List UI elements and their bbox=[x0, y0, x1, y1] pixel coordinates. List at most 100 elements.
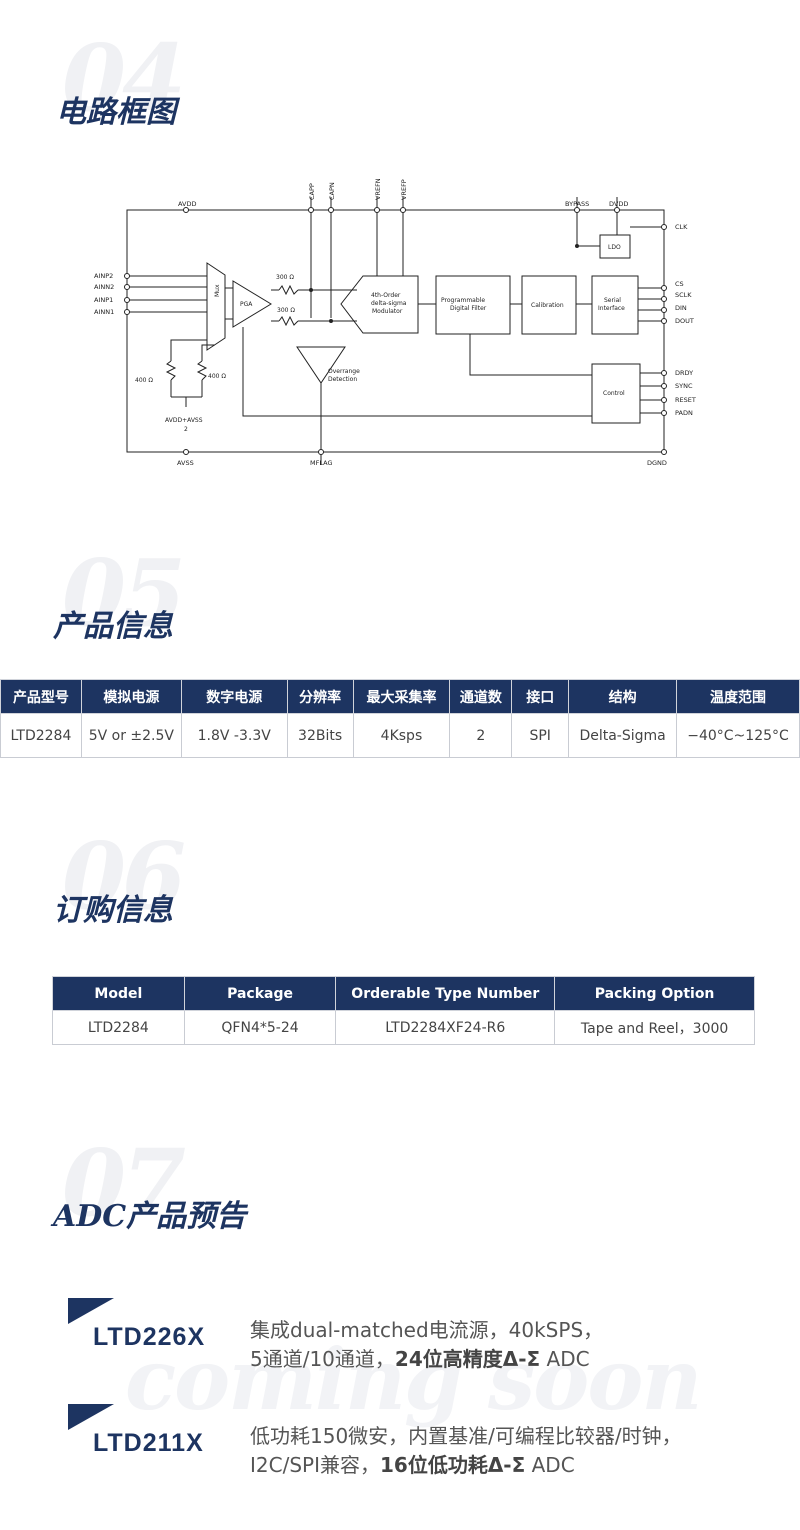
block-label: Mux bbox=[214, 284, 221, 297]
pin-label: MFLAG bbox=[310, 459, 333, 467]
section-number: 06 bbox=[62, 822, 186, 930]
block-label: Calibration bbox=[531, 302, 564, 309]
description-line: I2C/SPI兼容，16位低功耗Δ-Σ ADC bbox=[250, 1451, 682, 1480]
ordering-info-table: Model Package Orderable Type Number Pack… bbox=[52, 976, 755, 1045]
table-header: 数字电源 bbox=[180, 679, 288, 714]
pin-label: AINP2 bbox=[94, 272, 113, 280]
block-label: Modulator bbox=[372, 308, 403, 315]
table-row: LTD2284 QFN4*5-24 LTD2284XF24-R6 Tape an… bbox=[52, 1010, 755, 1045]
description-text: 5通道/10通道， bbox=[250, 1347, 395, 1371]
preview-model: LTD211X bbox=[93, 1429, 204, 1457]
table-cell: LTD2284XF24-R6 bbox=[335, 1010, 556, 1045]
table-header: Model bbox=[52, 976, 185, 1011]
block-label: Overrange bbox=[328, 368, 360, 375]
table-header: Packing Option bbox=[554, 976, 755, 1011]
resistor-label: 300 Ω bbox=[277, 307, 295, 314]
pin-label: DVDD bbox=[609, 200, 628, 208]
preview-item: LTD226X 集成dual-matched电流源，40kSPS， 5通道/10… bbox=[68, 1298, 768, 1378]
table-cell: Tape and Reel，3000 bbox=[554, 1010, 755, 1045]
block-label: Detection bbox=[328, 376, 357, 383]
preview-description: 低功耗150微安，内置基准/可编程比较器/时钟， I2C/SPI兼容，16位低功… bbox=[250, 1422, 682, 1480]
table-cell: −40°C~125°C bbox=[676, 713, 800, 758]
table-cell: Delta-Sigma bbox=[568, 713, 678, 758]
pin-label: RESET bbox=[675, 396, 696, 404]
bias-label: AVDD+AVSS bbox=[165, 417, 203, 424]
description-highlight: 16位低功耗Δ-Σ bbox=[379, 1453, 526, 1477]
table-header-row: Model Package Orderable Type Number Pack… bbox=[52, 976, 755, 1011]
preview-model: LTD226X bbox=[93, 1323, 206, 1351]
section-number: 04 bbox=[62, 24, 186, 132]
table-header: 温度范围 bbox=[676, 679, 800, 714]
product-info-section: 05 产品信息 bbox=[0, 520, 800, 780]
table-row: LTD2284 5V or ±2.5V 1.8V -3.3V 32Bits 4K… bbox=[0, 713, 800, 758]
section-title: ADC产品预告 bbox=[53, 1199, 247, 1234]
pin-label: CS bbox=[675, 280, 684, 288]
pin-label: CAPN bbox=[328, 182, 336, 200]
pin-label: VREFP bbox=[400, 179, 408, 200]
table-header: Package bbox=[183, 976, 337, 1011]
description-line: 集成dual-matched电流源，40kSPS， bbox=[250, 1318, 604, 1342]
description-line: 低功耗150微安，内置基准/可编程比较器/时钟， bbox=[250, 1424, 682, 1448]
section-title: 产品信息 bbox=[53, 609, 173, 644]
bias-label: 2 bbox=[184, 426, 188, 433]
flag-icon bbox=[68, 1298, 114, 1324]
table-cell: 2 bbox=[449, 713, 513, 758]
table-cell: 5V or ±2.5V bbox=[80, 713, 182, 758]
table-cell: LTD2284 bbox=[52, 1010, 185, 1045]
pin-label: AINP1 bbox=[94, 296, 113, 304]
pin-label: CLK bbox=[675, 223, 688, 231]
pin-label: AVSS bbox=[177, 459, 194, 467]
pin-label: SCLK bbox=[675, 291, 692, 299]
block-label: Serial bbox=[604, 297, 621, 304]
preview-description: 集成dual-matched电流源，40kSPS， 5通道/10通道，24位高精… bbox=[250, 1316, 603, 1374]
table-header: Orderable Type Number bbox=[335, 976, 556, 1011]
pin-label: DGND bbox=[647, 459, 667, 467]
description-highlight: 24位高精度Δ-Σ bbox=[394, 1347, 541, 1371]
circuit-block-diagram: AVDD CAPP CAPN VREFN VREFP BYPASS DVDD A… bbox=[94, 178, 696, 467]
block-label: Digital Filter bbox=[450, 305, 487, 312]
resistor-label: 300 Ω bbox=[276, 274, 294, 281]
block-label: Control bbox=[603, 390, 625, 397]
pin-label: CAPP bbox=[308, 183, 316, 200]
section-title: 电路框图 bbox=[56, 95, 176, 130]
description-text: I2C/SPI兼容， bbox=[250, 1453, 380, 1477]
table-cell: 32Bits bbox=[286, 713, 354, 758]
description-line: 5通道/10通道，24位高精度Δ-Σ ADC bbox=[250, 1345, 603, 1374]
flag-icon bbox=[68, 1404, 114, 1430]
block-label: LDO bbox=[608, 244, 621, 251]
block-label: 4th-Order bbox=[371, 292, 401, 299]
block-label: Interface bbox=[598, 305, 625, 312]
pin-label: DIN bbox=[675, 304, 687, 312]
pin-label: BYPASS bbox=[565, 200, 589, 208]
table-header: 产品型号 bbox=[0, 679, 82, 714]
table-header: 通道数 bbox=[449, 679, 513, 714]
section-number: 07 bbox=[62, 1129, 186, 1237]
block-label: Programmable bbox=[441, 297, 485, 304]
table-header: 最大采集率 bbox=[352, 679, 451, 714]
table-header: 模拟电源 bbox=[80, 679, 182, 714]
section-title: 订购信息 bbox=[53, 893, 173, 928]
ordering-info-section: 06 订购信息 bbox=[0, 800, 800, 960]
pin-label: SYNC bbox=[675, 382, 693, 390]
section-number: 05 bbox=[62, 539, 186, 647]
description-text: ADC bbox=[525, 1453, 575, 1477]
table-header: 接口 bbox=[511, 679, 570, 714]
pin-label: DRDY bbox=[675, 369, 693, 377]
table-cell: 4Ksps bbox=[352, 713, 451, 758]
description-text: ADC bbox=[540, 1347, 590, 1371]
block-label: PGA bbox=[240, 301, 253, 308]
pin-label: PADN bbox=[675, 409, 693, 417]
block-diagram-section: 04 电路框图 bbox=[0, 0, 800, 520]
pin-label: DOUT bbox=[675, 317, 694, 325]
pin-label: VREFN bbox=[374, 178, 382, 200]
product-info-table: 产品型号 模拟电源 数字电源 分辨率 最大采集率 通道数 接口 结构 温度范围 … bbox=[0, 679, 800, 758]
table-cell: QFN4*5-24 bbox=[183, 1010, 337, 1045]
pin-label: AINN1 bbox=[94, 308, 114, 316]
table-header: 结构 bbox=[568, 679, 678, 714]
adc-preview-section: 07 ADC产品预告 bbox=[0, 1110, 800, 1232]
table-cell: SPI bbox=[511, 713, 570, 758]
pin-label: AVDD bbox=[178, 200, 197, 208]
coming-soon-watermark: coming soon bbox=[125, 1330, 702, 1429]
resistor-label: 400 Ω bbox=[135, 377, 153, 384]
pin-label: AINN2 bbox=[94, 283, 114, 291]
